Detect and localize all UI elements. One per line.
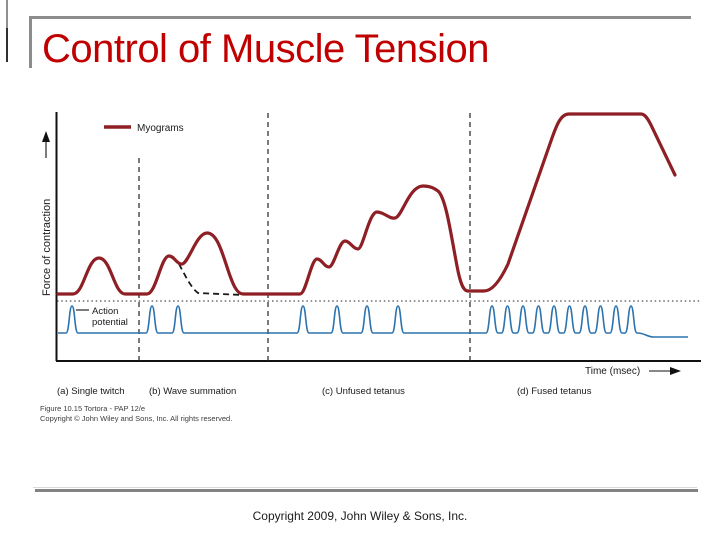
section-label-a: (a) Single twitch <box>57 386 125 397</box>
up-arrow-icon <box>42 131 50 142</box>
action-potential-trace <box>58 305 688 338</box>
figure-caption-line1: Figure 10.15 Tortora - PAP 12/e <box>40 404 145 413</box>
y-axis-label: Force of contraction <box>41 199 53 296</box>
action-potential-label-line1: Action <box>92 306 118 317</box>
left-edge-mark <box>6 0 8 62</box>
x-axis-label: Time (msec) <box>585 366 640 377</box>
bottom-rule <box>35 489 698 492</box>
legend-label: Myograms <box>137 123 184 134</box>
twitch-decay-dashed-line <box>178 263 244 296</box>
section-label-c: (c) Unfused tetanus <box>322 386 405 397</box>
section-label-b: (b) Wave summation <box>149 386 236 397</box>
right-arrow-icon <box>670 367 681 375</box>
bottom-rule-light <box>33 487 697 488</box>
section-dividers <box>138 113 471 361</box>
title-corner-rule <box>29 16 32 68</box>
muscle-tension-figure: Force of contraction Myograms Action pot… <box>40 112 701 423</box>
section-label-d: (d) Fused tetanus <box>517 386 592 397</box>
figure-caption-line2: Copyright © John Wiley and Sons, Inc. Al… <box>40 414 232 423</box>
top-rule <box>29 16 691 19</box>
slide-footer: Copyright 2009, John Wiley & Sons, Inc. <box>252 509 468 523</box>
slide-title: Control of Muscle Tension <box>42 27 490 71</box>
action-potential-label-line2: potential <box>92 317 128 328</box>
myogram-trace <box>56 112 677 296</box>
